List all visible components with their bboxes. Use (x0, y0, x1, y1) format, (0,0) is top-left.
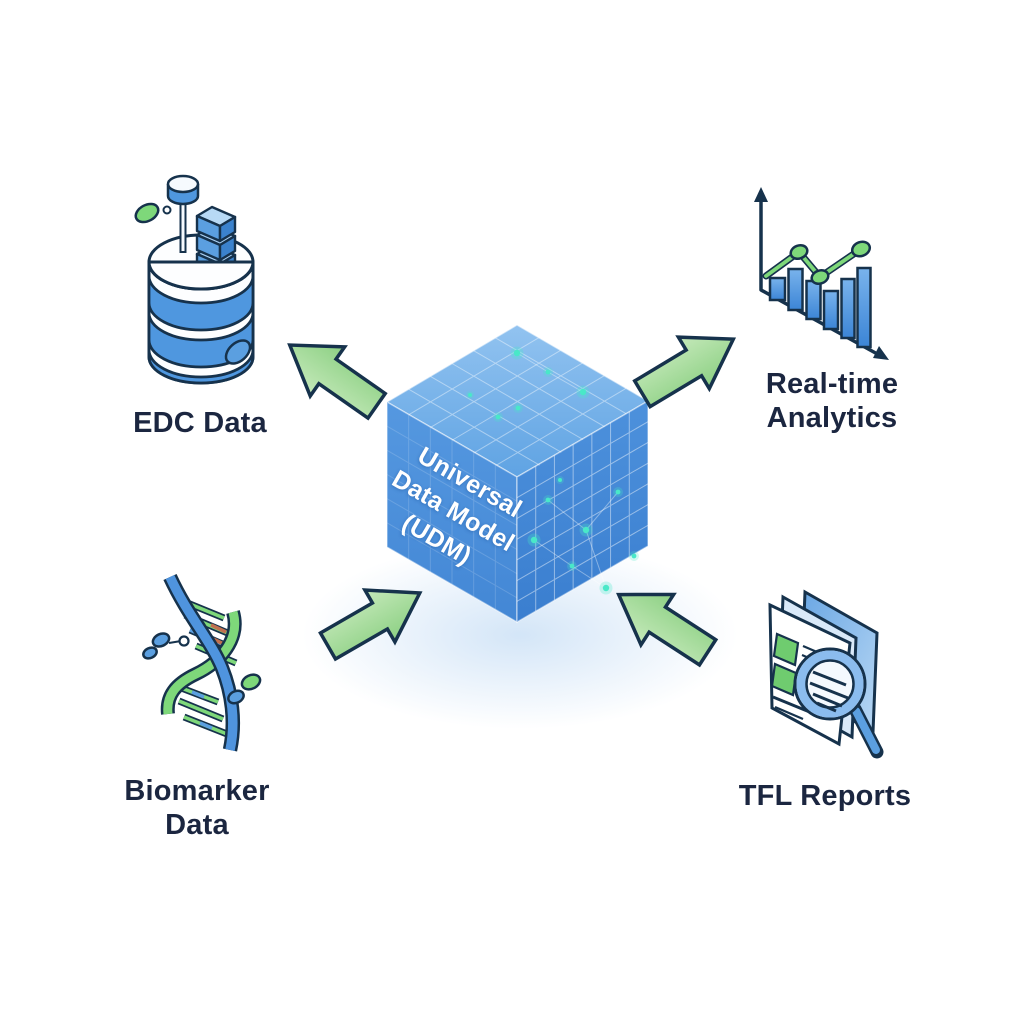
dna-dot-blue-left-1 (151, 632, 171, 648)
chart-y-arrowhead (754, 187, 768, 202)
edc-data-label: EDC Data (90, 406, 310, 440)
bar-chart-icon (754, 187, 889, 360)
bar-1 (768, 276, 787, 302)
trend-point-1 (789, 243, 809, 261)
magnifier-rim-ring (796, 650, 864, 718)
report-green-cell-2 (770, 662, 798, 697)
biomarker-data-label: Biomarker Data (87, 774, 307, 842)
realtime-analytics-label: Real-time Analytics (721, 367, 943, 435)
magnifier-handle (852, 707, 880, 754)
db-accent-small-ring (162, 205, 172, 215)
chart-x-arrowhead (873, 346, 889, 360)
trend-point-3 (850, 240, 872, 258)
tfl-reports-label-text: TFL Reports (738, 780, 912, 812)
tfl-reports-label: TFL Reports (713, 779, 937, 813)
realtime-analytics-label-line1: Real-time (765, 368, 899, 400)
db-front-rim (147, 260, 255, 291)
dna-connector-ring (178, 635, 190, 647)
arrow-biomarker-to-udm (318, 588, 423, 662)
db-band-1 (147, 275, 255, 332)
db-pin-cap-top (166, 174, 200, 194)
dna-green-strand (163, 610, 240, 715)
db-accent-green-dot (134, 202, 160, 224)
arrow-udm-to-edc (287, 343, 388, 421)
database-icon (134, 174, 255, 385)
dna-icon (142, 573, 262, 752)
dna-rung-bottom-2 (177, 697, 225, 723)
bar-3 (805, 279, 822, 321)
biomarker-data-label-line2: Data (165, 809, 229, 841)
db-band-3 (147, 349, 255, 385)
document-magnifier-icon (768, 589, 884, 759)
dna-dot-blue-left-2 (142, 646, 158, 660)
bar-2 (787, 267, 804, 312)
db-block-1 (195, 205, 237, 243)
arrow-udm-to-analytics (632, 335, 737, 410)
trend-line (764, 247, 863, 279)
cube-right-face (516, 399, 649, 624)
chart-bars (768, 266, 872, 349)
arrow-tfl-to-udm (616, 592, 719, 668)
cube-grid-top (387, 325, 648, 478)
magnifier-icon (793, 647, 884, 759)
dna-rung-bottom-3 (182, 713, 229, 738)
trend-point-2 (810, 268, 830, 286)
bar-6 (856, 266, 872, 349)
dna-blue-strand (165, 575, 238, 751)
report-green-cell-1 (772, 632, 800, 667)
bar-4 (822, 289, 840, 331)
flow-arrows (287, 335, 737, 668)
realtime-analytics-label-line2: Analytics (766, 402, 898, 434)
cube-data-dots (466, 346, 639, 595)
magnifier-lens-text (809, 670, 849, 713)
udm-cube-icon (385, 324, 650, 624)
db-accent-blue-dot (224, 339, 252, 365)
edc-data-label-text: EDC Data (133, 407, 267, 439)
bar-5 (840, 277, 856, 340)
biomarker-data-label-line1: Biomarker (124, 775, 270, 807)
dna-dot-green-right (240, 673, 262, 691)
cube-grid-left (387, 402, 517, 622)
dna-dot-blue-right (227, 689, 245, 705)
